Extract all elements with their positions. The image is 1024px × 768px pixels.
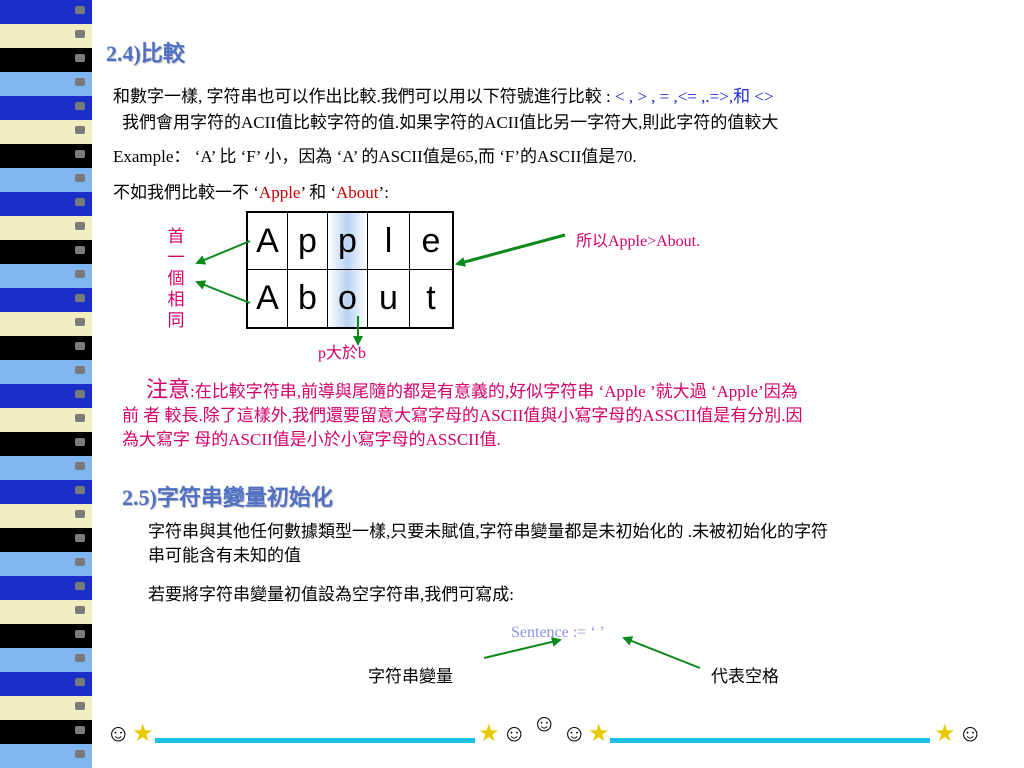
compare-suffix: ’: <box>378 183 389 202</box>
word-apple: Apple <box>258 183 301 202</box>
binder-ring <box>75 102 85 110</box>
binder-ring <box>75 198 85 206</box>
binder-ring <box>75 510 85 518</box>
table-cell: p <box>288 213 328 270</box>
compare-mid: ’ 和 ‘ <box>300 183 337 202</box>
binder-ring <box>75 534 85 542</box>
binder-rings <box>75 0 85 768</box>
result-label: 所以Apple>About. <box>576 233 701 250</box>
footer-divider-left <box>155 738 475 743</box>
note-paragraph: 注意:在比較字符串,前導與尾隨的都是有意義的,好似字符串 ‘Apple ’就大過… <box>122 378 1012 452</box>
binder-ring <box>75 222 85 230</box>
binder-ring <box>75 30 85 38</box>
binder-ring <box>75 174 85 182</box>
binder-ring <box>75 366 85 374</box>
compare-operators: < , > , = ,<= ,.=>,和 <> <box>614 87 774 106</box>
section-heading-compare: 2.4)比較 <box>106 41 185 66</box>
binder-ring <box>75 486 85 494</box>
binder-ring <box>75 606 85 614</box>
binder-ring <box>75 462 85 470</box>
table-cell: A <box>248 213 288 270</box>
compare-intro-text: 和數字一樣, 字符串也可以作出比較.我們可以用以下符號進行比較 : <box>113 87 615 106</box>
binder-ring <box>75 654 85 662</box>
same-first-char: 首 <box>167 227 185 246</box>
example-line: Example： ‘A’ 比 ‘F’ 小，因為 ‘A’ 的ASCII值是65,而… <box>113 147 637 166</box>
label-space: 代表空格 <box>711 667 779 686</box>
section-heading-init: 2.5)字符串變量初始化 <box>122 485 333 510</box>
robot-icon: ☺ <box>106 721 131 747</box>
note-line-2: 前 者 較長.除了這樣外,我們還要留意大寫字母的ASCII值與小寫字母的ASSC… <box>122 406 803 425</box>
footer-divider-right <box>610 738 930 743</box>
star-figure-icon: ★ <box>478 721 500 747</box>
binder-ring <box>75 750 85 758</box>
binder-ring <box>75 126 85 134</box>
note-line-1: 注意:在比較字符串,前導與尾隨的都是有意義的,好似字符串 ‘Apple ’就大過… <box>122 378 1012 404</box>
code-sentence: Sentence := ‘ ’ <box>511 624 605 641</box>
arrow-result-to-table <box>455 233 566 267</box>
robot-icon: ☺ <box>502 721 527 747</box>
table-cell-highlight: p <box>328 213 368 270</box>
table-cell: l <box>368 213 410 270</box>
binder-ring <box>75 414 85 422</box>
star-figure-icon: ★ <box>588 721 610 747</box>
binder-ring <box>75 294 85 302</box>
binder-ring <box>75 582 85 590</box>
star-figure-icon: ★ <box>934 721 956 747</box>
arrow-space-label <box>622 636 701 669</box>
binder-ring <box>75 270 85 278</box>
binder-ring <box>75 630 85 638</box>
note-text-1: :在比較字符串,前導與尾隨的都是有意義的,好似字符串 ‘Apple ’就大過 ‘… <box>190 382 798 401</box>
binder-ring <box>75 438 85 446</box>
compare-words-line: 不如我們比較一不 ‘Apple’ 和 ‘About’: <box>113 182 389 204</box>
arrow-row1-to-label <box>195 240 251 265</box>
same-first-label: 首 一 個 相 同 <box>166 226 186 331</box>
table-cell: t <box>426 279 436 317</box>
word-about: About <box>336 183 379 202</box>
arrow-row2-to-label <box>195 280 251 304</box>
compare-prefix: 不如我們比較一不 ‘ <box>113 183 259 202</box>
init-line-1: 字符串與其他任何數據類型一樣,只要未賦值,字符串變量都是未初始化的 .未被初始化… <box>148 522 828 541</box>
ascii-compare-line: 我們會用字符的ACII值比較字符的值.如果字符的ACII值比另一字符大,則此字符… <box>122 113 779 132</box>
table-cell: e <box>410 213 452 270</box>
same-first-char: 相 <box>167 290 185 309</box>
binder-ring <box>75 342 85 350</box>
binder-ring <box>75 390 85 398</box>
same-first-char: 一 <box>167 248 185 267</box>
binder-ring <box>75 78 85 86</box>
init-line-2: 串可能含有未知的值 <box>148 546 301 565</box>
binder-ring <box>75 678 85 686</box>
binder-ring <box>75 54 85 62</box>
arrow-variable-label <box>483 636 562 659</box>
init-empty-string-line: 若要將字符串變量初值設為空字符串,我們可寫成: <box>148 585 514 604</box>
binder-ring <box>75 150 85 158</box>
table-cell: b <box>288 270 328 327</box>
binder-ring <box>75 558 85 566</box>
star-figure-icon: ★ <box>132 721 154 747</box>
table-cell: A <box>248 270 288 327</box>
p-greater-b-label: p大於b <box>318 345 367 362</box>
note-label: 注意 <box>146 377 191 402</box>
binder-ring <box>75 246 85 254</box>
label-string-variable: 字符串變量 <box>368 667 453 686</box>
compare-intro-line: 和數字一樣, 字符串也可以作出比較.我們可以用以下符號進行比較 : < , > … <box>113 86 774 108</box>
same-first-char: 個 <box>167 269 185 288</box>
note-line-3: 為大寫字 母的ASCII值是小於小寫字母的ASSCII值. <box>122 430 501 449</box>
binder-ring <box>75 702 85 710</box>
binder-ring <box>75 6 85 14</box>
table-cell-highlight: o <box>328 270 368 327</box>
table-cell: u <box>368 270 410 327</box>
robot-icon: ☺ <box>562 721 587 747</box>
robot-icon: ☺ <box>958 721 983 747</box>
letter-comparison-table: A p p l e A b o u t <box>246 211 454 329</box>
binder-ring <box>75 318 85 326</box>
init-paragraph: 字符串與其他任何數據類型一樣,只要未賦值,字符串變量都是未初始化的 .未被初始化… <box>148 520 1018 568</box>
robot-icon: ☺ <box>532 711 557 737</box>
binder-ring <box>75 726 85 734</box>
same-first-char: 同 <box>167 311 185 330</box>
